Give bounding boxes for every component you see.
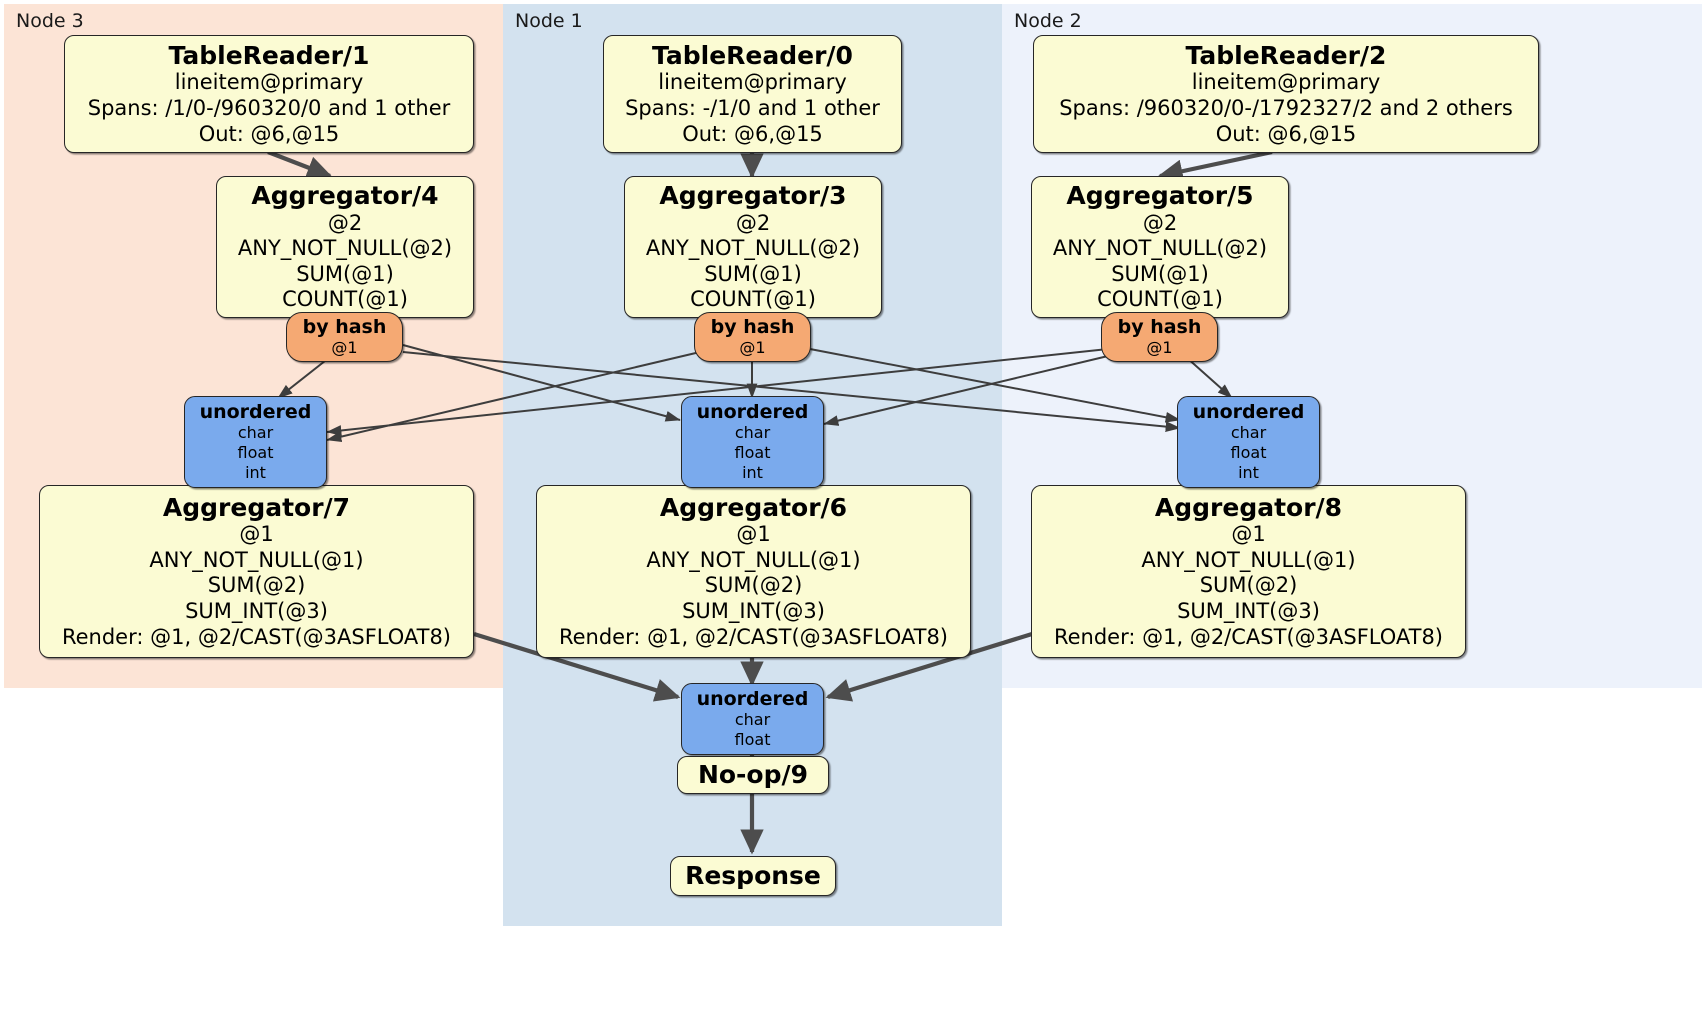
router-by-hash-right[interactable]: by hash @1 (1101, 312, 1218, 362)
aggregator-3-fn2: SUM(@1) (704, 261, 802, 286)
aggregator-6-title: Aggregator/6 (659, 492, 848, 522)
aggregator-5-group: @2 (1142, 210, 1178, 235)
aggregator-7-fn2: SUM(@2) (207, 573, 306, 598)
aggregator-6-fn1: ANY_NOT_NULL(@1) (646, 547, 861, 572)
tablereader-2-out: Out: @6,@15 (1215, 121, 1357, 146)
node-panel-label-node2: Node 2 (1014, 10, 1082, 32)
synchronizer-unordered-center[interactable]: unordered char float int (681, 396, 824, 488)
sync-center-type-0: char (734, 423, 771, 443)
processor-tablereader-2[interactable]: TableReader/2 lineitem@primary Spans: /9… (1033, 35, 1539, 153)
sync-left-type-1: float (237, 443, 274, 463)
processor-aggregator-5[interactable]: Aggregator/5 @2 ANY_NOT_NULL(@2) SUM(@1)… (1031, 176, 1289, 318)
aggregator-4-fn3: COUNT(@1) (282, 287, 408, 312)
node-panel-label-node3: Node 3 (16, 10, 84, 32)
aggregator-3-group: @2 (735, 210, 771, 235)
sync-right-type-2: int (1238, 463, 1259, 483)
sync-right-type-1: float (1230, 443, 1267, 463)
tablereader-0-title: TableReader/0 (652, 40, 853, 70)
tablereader-2-table: lineitem@primary (1191, 70, 1381, 95)
tablereader-0-out: Out: @6,@15 (682, 121, 823, 146)
processor-noop-9[interactable]: No-op/9 (677, 756, 829, 794)
aggregator-7-fn3: SUM_INT(@3) (185, 599, 328, 624)
aggregator-6-render: Render: @1, @2/CAST(@3ASFLOAT8) (558, 624, 949, 649)
router-by-hash-center[interactable]: by hash @1 (694, 312, 811, 362)
sync-right-title: unordered (1192, 400, 1305, 423)
sync-left-type-2: int (245, 463, 266, 483)
tablereader-0-table: lineitem@primary (658, 70, 847, 95)
aggregator-6-fn2: SUM(@2) (704, 573, 803, 598)
aggregator-4-group: @2 (327, 210, 363, 235)
processor-tablereader-1[interactable]: TableReader/1 lineitem@primary Spans: /1… (64, 35, 474, 153)
aggregator-8-title: Aggregator/8 (1154, 492, 1343, 522)
sync-center-title: unordered (696, 400, 809, 423)
aggregator-3-title: Aggregator/3 (659, 181, 847, 211)
router-by-hash-left[interactable]: by hash @1 (286, 312, 403, 362)
synchronizer-unordered-final[interactable]: unordered char float (681, 683, 824, 755)
response-node[interactable]: Response (670, 856, 836, 896)
sync-center-type-2: int (742, 463, 763, 483)
aggregator-5-fn3: COUNT(@1) (1097, 287, 1223, 312)
aggregator-7-fn1: ANY_NOT_NULL(@1) (149, 547, 364, 572)
node-panel-label-node1: Node 1 (515, 10, 583, 32)
sync-left-title: unordered (199, 400, 312, 423)
sync-final-type-0: char (734, 710, 771, 730)
aggregator-7-render: Render: @1, @2/CAST(@3ASFLOAT8) (61, 624, 452, 649)
processor-aggregator-6[interactable]: Aggregator/6 @1 ANY_NOT_NULL(@1) SUM(@2)… (536, 485, 971, 658)
router-center-title: by hash (710, 315, 795, 338)
tablereader-0-spans: Spans: -/1/0 and 1 other (625, 95, 880, 120)
tablereader-1-out: Out: @6,@15 (198, 121, 340, 146)
sync-final-title: unordered (696, 687, 809, 710)
aggregator-4-fn1: ANY_NOT_NULL(@2) (237, 236, 453, 261)
tablereader-1-table: lineitem@primary (174, 70, 364, 95)
router-right-key: @1 (1146, 338, 1173, 358)
aggregator-5-fn1: ANY_NOT_NULL(@2) (1052, 236, 1268, 261)
sync-center-type-1: float (734, 443, 771, 463)
tablereader-2-spans: Spans: /960320/0-/1792327/2 and 2 others (1059, 95, 1513, 120)
response-title: Response (685, 861, 821, 891)
aggregator-8-fn1: ANY_NOT_NULL(@1) (1141, 547, 1356, 572)
router-right-title: by hash (1117, 315, 1202, 338)
processor-aggregator-4[interactable]: Aggregator/4 @2 ANY_NOT_NULL(@2) SUM(@1)… (216, 176, 474, 318)
aggregator-8-render: Render: @1, @2/CAST(@3ASFLOAT8) (1053, 624, 1444, 649)
synchronizer-unordered-left[interactable]: unordered char float int (184, 396, 327, 488)
aggregator-7-group: @1 (239, 522, 274, 547)
sync-right-type-0: char (1230, 423, 1267, 443)
aggregator-4-fn2: SUM(@1) (296, 261, 394, 286)
noop-9-title: No-op/9 (697, 760, 809, 790)
aggregator-6-group: @1 (736, 522, 771, 547)
sync-left-type-0: char (237, 423, 274, 443)
aggregator-5-title: Aggregator/5 (1066, 181, 1254, 211)
aggregator-3-fn3: COUNT(@1) (690, 287, 816, 312)
aggregator-8-fn3: SUM_INT(@3) (1177, 599, 1320, 624)
aggregator-8-group: @1 (1231, 522, 1266, 547)
sync-final-type-1: float (734, 730, 771, 750)
processor-tablereader-0[interactable]: TableReader/0 lineitem@primary Spans: -/… (603, 35, 902, 153)
aggregator-5-fn2: SUM(@1) (1111, 261, 1209, 286)
aggregator-3-fn1: ANY_NOT_NULL(@2) (645, 236, 861, 261)
tablereader-1-title: TableReader/1 (168, 40, 370, 70)
aggregator-6-fn3: SUM_INT(@3) (682, 599, 825, 624)
aggregator-7-title: Aggregator/7 (162, 492, 351, 522)
aggregator-4-title: Aggregator/4 (251, 181, 439, 211)
aggregator-8-fn2: SUM(@2) (1199, 573, 1298, 598)
router-left-title: by hash (302, 315, 387, 338)
tablereader-1-spans: Spans: /1/0-/960320/0 and 1 other (87, 95, 451, 120)
processor-aggregator-7[interactable]: Aggregator/7 @1 ANY_NOT_NULL(@1) SUM(@2)… (39, 485, 474, 658)
synchronizer-unordered-right[interactable]: unordered char float int (1177, 396, 1320, 488)
processor-aggregator-8[interactable]: Aggregator/8 @1 ANY_NOT_NULL(@1) SUM(@2)… (1031, 485, 1466, 658)
router-left-key: @1 (331, 338, 358, 358)
tablereader-2-title: TableReader/2 (1185, 40, 1387, 70)
router-center-key: @1 (739, 338, 766, 358)
processor-aggregator-3[interactable]: Aggregator/3 @2 ANY_NOT_NULL(@2) SUM(@1)… (624, 176, 882, 318)
